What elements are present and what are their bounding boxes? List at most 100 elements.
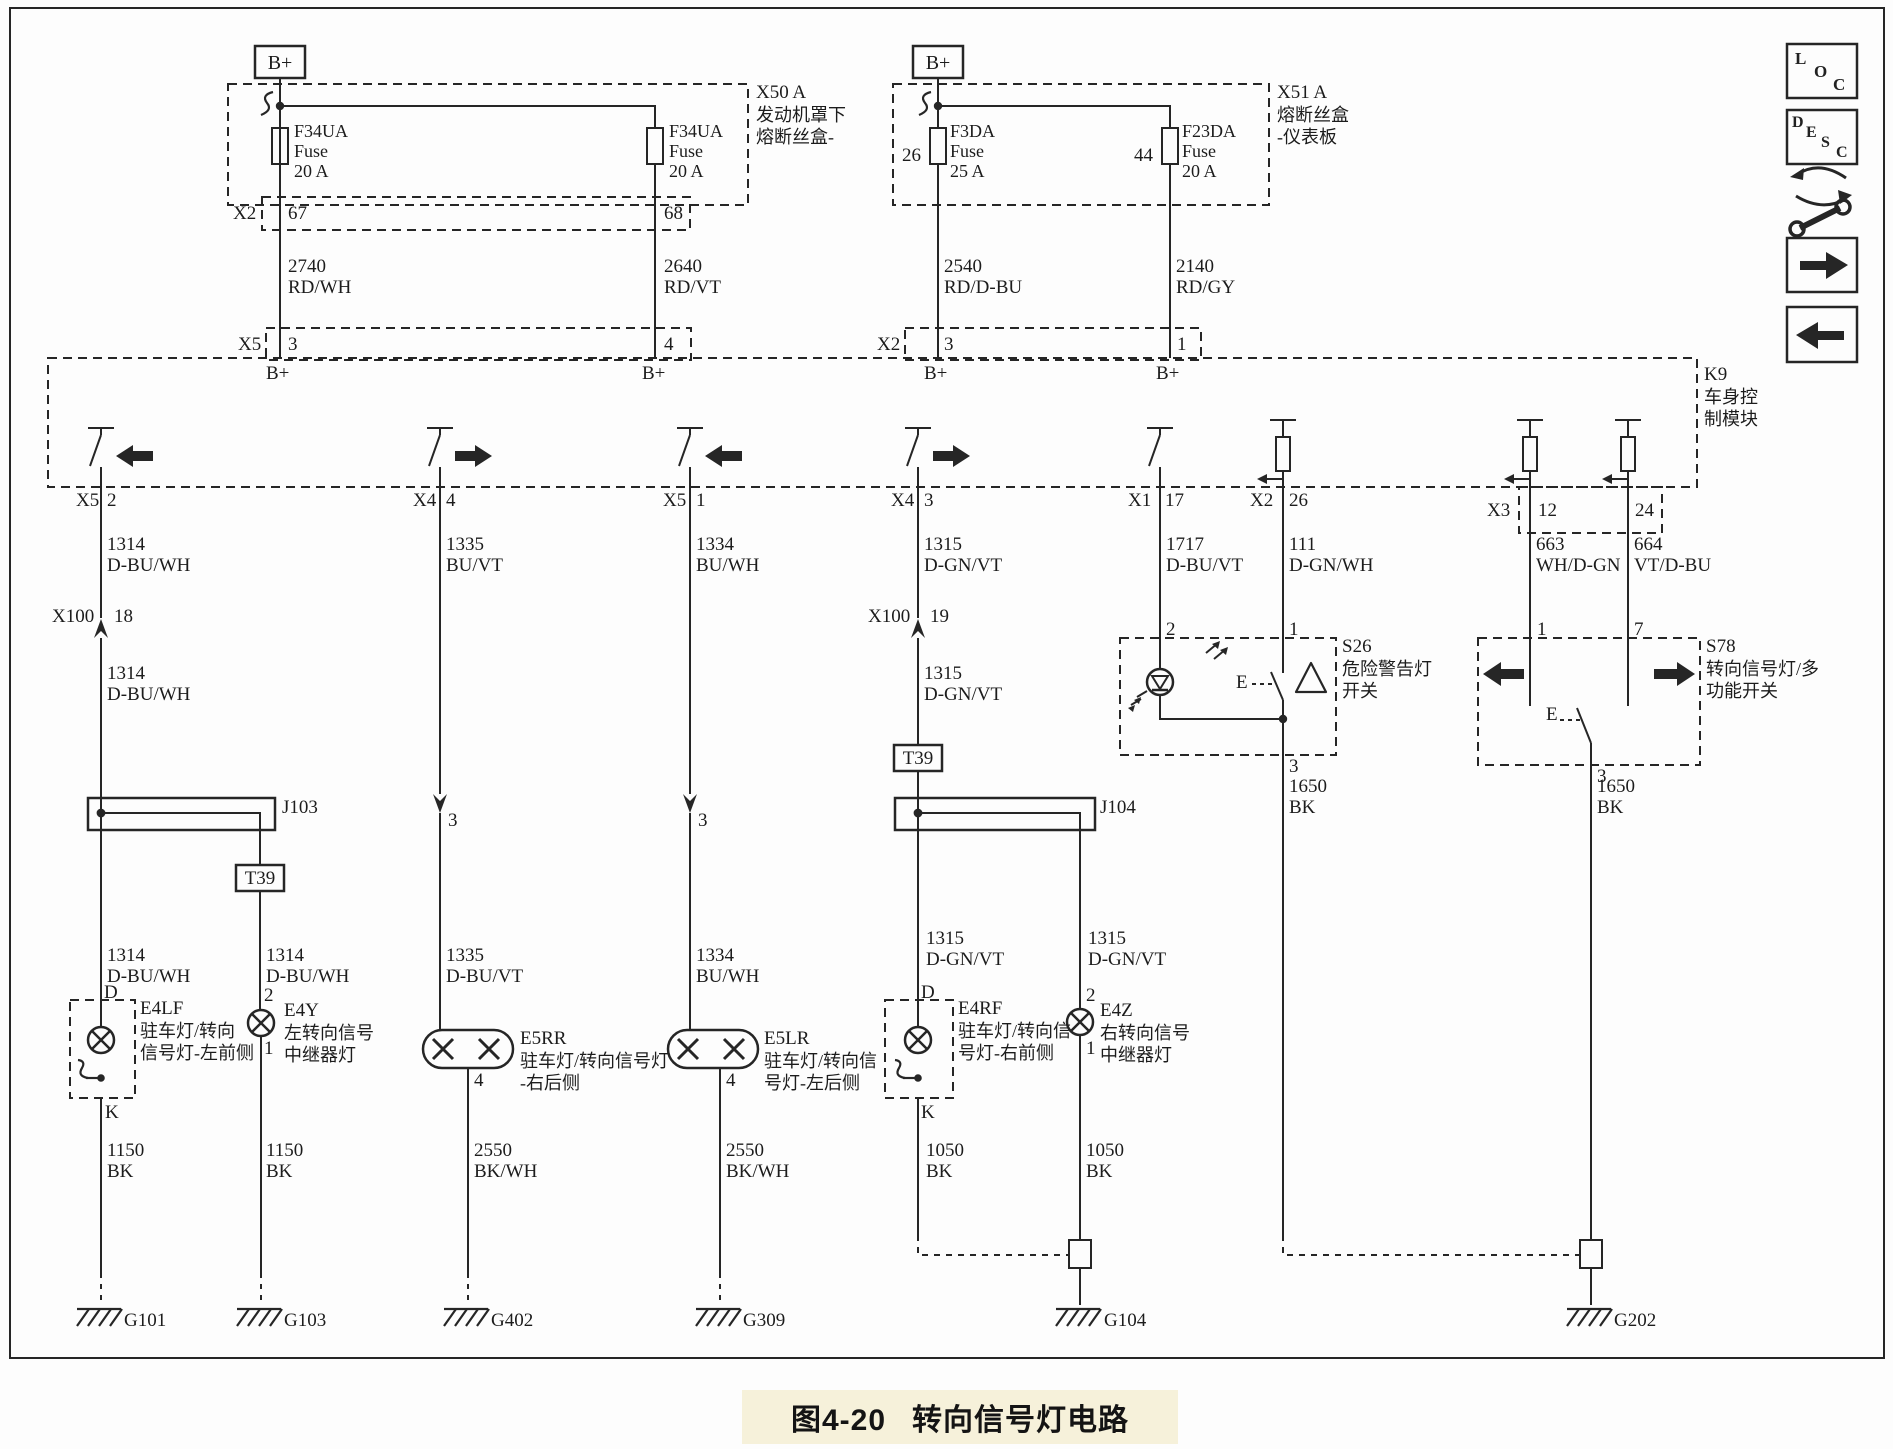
- bcm-k9-box: [47, 357, 1698, 488]
- desc-letter[interactable]: S: [1821, 134, 1830, 151]
- connector-x2-ip: X2: [877, 334, 901, 355]
- ground-g202-label: G202: [1614, 1310, 1657, 1331]
- ground-g101-label: G101: [124, 1310, 167, 1331]
- sense-element-x3-12: [1504, 419, 1543, 487]
- ground-g103-label: G103: [284, 1310, 327, 1331]
- sidebar-icons: [1785, 42, 1859, 364]
- switch-blade: [1270, 671, 1284, 701]
- ground-g309-label: G309: [743, 1310, 786, 1331]
- pin-3: 3: [944, 334, 954, 355]
- pin-1: 1: [264, 1038, 274, 1059]
- mech-link-e: E: [1236, 672, 1248, 693]
- desc-box: [1785, 108, 1859, 166]
- ground-g101: [76, 1307, 123, 1327]
- inline-connector-up-icon: [94, 619, 108, 638]
- lamp-e5rr-symbol: [421, 1028, 515, 1070]
- sense-element-x2-26: [1257, 419, 1296, 487]
- pin-2: 2: [1166, 619, 1176, 640]
- lamp-e4lf-box: [69, 999, 136, 1099]
- loc-letter[interactable]: C: [1833, 75, 1846, 94]
- bplus-internal: B+: [1156, 363, 1180, 384]
- inline-connector-down-icon: [433, 794, 447, 813]
- loc-letter[interactable]: L: [1795, 49, 1807, 68]
- desc-letter[interactable]: D: [1792, 114, 1804, 131]
- switch-left-front: [88, 427, 153, 487]
- pin-3: 3: [288, 334, 298, 355]
- arrow-left-icon: [705, 445, 742, 467]
- switch-right-rear: [427, 427, 492, 487]
- circuit-right-front: [892, 487, 1097, 1305]
- pin-k: K: [105, 1102, 119, 1123]
- ground-g402: [443, 1307, 490, 1327]
- switch-blade: [1576, 707, 1592, 744]
- loc-box: [1785, 42, 1859, 100]
- page-border: [9, 7, 1885, 1359]
- bplus-terminal: B+: [925, 52, 951, 74]
- pin-7: 7: [1634, 619, 1644, 640]
- splice-t39-label: T39: [902, 748, 934, 769]
- connector-x1: X1: [1128, 490, 1152, 511]
- pin-17: 17: [1165, 490, 1184, 511]
- connector-x3-box: [1518, 486, 1663, 534]
- ground-junction-box: [1579, 1239, 1603, 1269]
- lamp-e4rf-symbol: [894, 1025, 933, 1082]
- bplus-internal: B+: [924, 363, 948, 384]
- pin-k: K: [921, 1102, 935, 1123]
- arrow-right-icon: [1654, 662, 1695, 686]
- pin-44: 44: [1134, 145, 1153, 166]
- pin-24: 24: [1635, 500, 1654, 521]
- desc-letter[interactable]: E: [1806, 124, 1817, 141]
- ground-g104-label: G104: [1104, 1310, 1147, 1331]
- circuit-turn-switch: [1483, 487, 1695, 1305]
- pin-4: 4: [664, 334, 674, 355]
- loc-letter[interactable]: O: [1814, 62, 1828, 81]
- switch-x1-17: [1147, 427, 1173, 487]
- arrow-right-icon: [933, 445, 970, 467]
- circuit-hazard: [1128, 487, 1580, 1256]
- pin-67: 67: [288, 203, 307, 224]
- inline-connector-up-icon: [911, 619, 925, 638]
- figure-number: 图4-20: [790, 1404, 887, 1437]
- arrow-left-icon: [1504, 474, 1514, 484]
- pin-2: 2: [107, 490, 117, 511]
- inline-pin-3: 3: [448, 810, 458, 831]
- connector-x3: X3: [1487, 500, 1511, 521]
- ground-g309: [695, 1307, 742, 1327]
- splice-j104-label: J104: [1100, 797, 1136, 818]
- pin-1: 1: [1086, 1038, 1096, 1059]
- circuit-right-rear: [421, 487, 515, 1304]
- desc-letter[interactable]: C: [1836, 144, 1848, 161]
- pin-4: 4: [726, 1070, 736, 1091]
- pin-19: 19: [930, 606, 949, 627]
- pin-3: 3: [1597, 766, 1607, 787]
- pin-26: 26: [902, 145, 921, 166]
- circuit-left-front: [77, 487, 286, 1304]
- ground-g103: [236, 1307, 283, 1327]
- connector-x2-engine-box: [261, 196, 691, 231]
